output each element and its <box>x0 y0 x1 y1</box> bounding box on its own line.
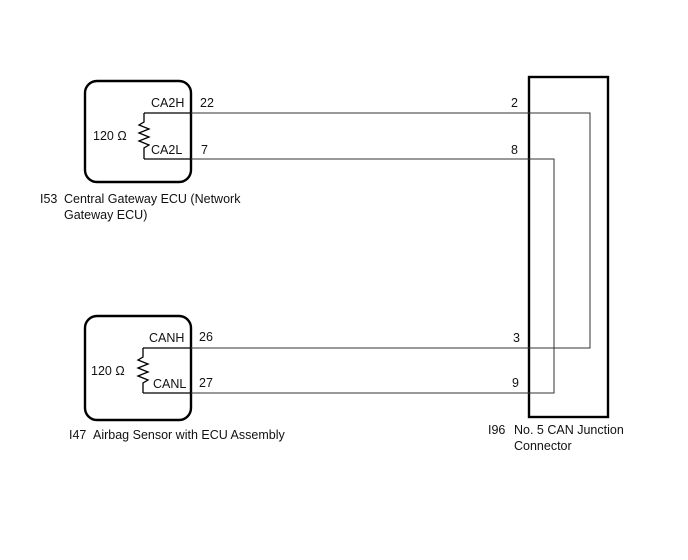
gateway-name-line1: Central Gateway ECU (Network <box>64 192 241 206</box>
airbag-resistor <box>136 348 150 393</box>
airbag-code: I47 <box>69 428 86 442</box>
junction-connector-box <box>527 75 610 419</box>
junction-pin-2: 2 <box>511 96 518 110</box>
gateway-pin-high-label: CA2H <box>151 96 184 110</box>
airbag-ecu-box <box>83 314 193 422</box>
can-low-wire <box>191 158 555 394</box>
airbag-name-line1: Airbag Sensor with ECU Assembly <box>93 428 285 442</box>
gateway-pin-high-num: 22 <box>200 96 214 110</box>
airbag-ecu: 120 Ω CANH CANL 26 27 I47 Airbag Sensor … <box>69 314 285 442</box>
gateway-resistor-label: 120 Ω <box>93 129 127 143</box>
gateway-resistor <box>137 113 151 159</box>
gateway-name-line2: Gateway ECU) <box>64 208 147 222</box>
airbag-pin-high-label: CANH <box>149 331 184 345</box>
gateway-ecu-box <box>83 79 193 184</box>
can-high-wire <box>191 112 591 349</box>
junction-name-line1: No. 5 CAN Junction <box>514 423 624 437</box>
airbag-pin-low-num: 27 <box>199 376 213 390</box>
gateway-code: I53 <box>40 192 57 206</box>
junction-code: I96 <box>488 423 505 437</box>
junction-pin-3: 3 <box>513 331 520 345</box>
gateway-ecu: 120 Ω CA2H CA2L 22 7 I53 Central Gateway… <box>40 79 241 222</box>
gateway-pin-low-label: CA2L <box>151 143 182 157</box>
junction-pin-9: 9 <box>512 376 519 390</box>
airbag-pin-low-label: CANL <box>153 377 186 391</box>
wires <box>191 112 591 394</box>
airbag-pin-high-num: 26 <box>199 330 213 344</box>
gateway-pin-low-num: 7 <box>201 143 208 157</box>
junction-connector: 2 8 3 9 I96 No. 5 CAN Junction Connector <box>488 75 624 453</box>
junction-pin-8: 8 <box>511 143 518 157</box>
airbag-resistor-label: 120 Ω <box>91 364 125 378</box>
junction-name-line2: Connector <box>514 439 572 453</box>
